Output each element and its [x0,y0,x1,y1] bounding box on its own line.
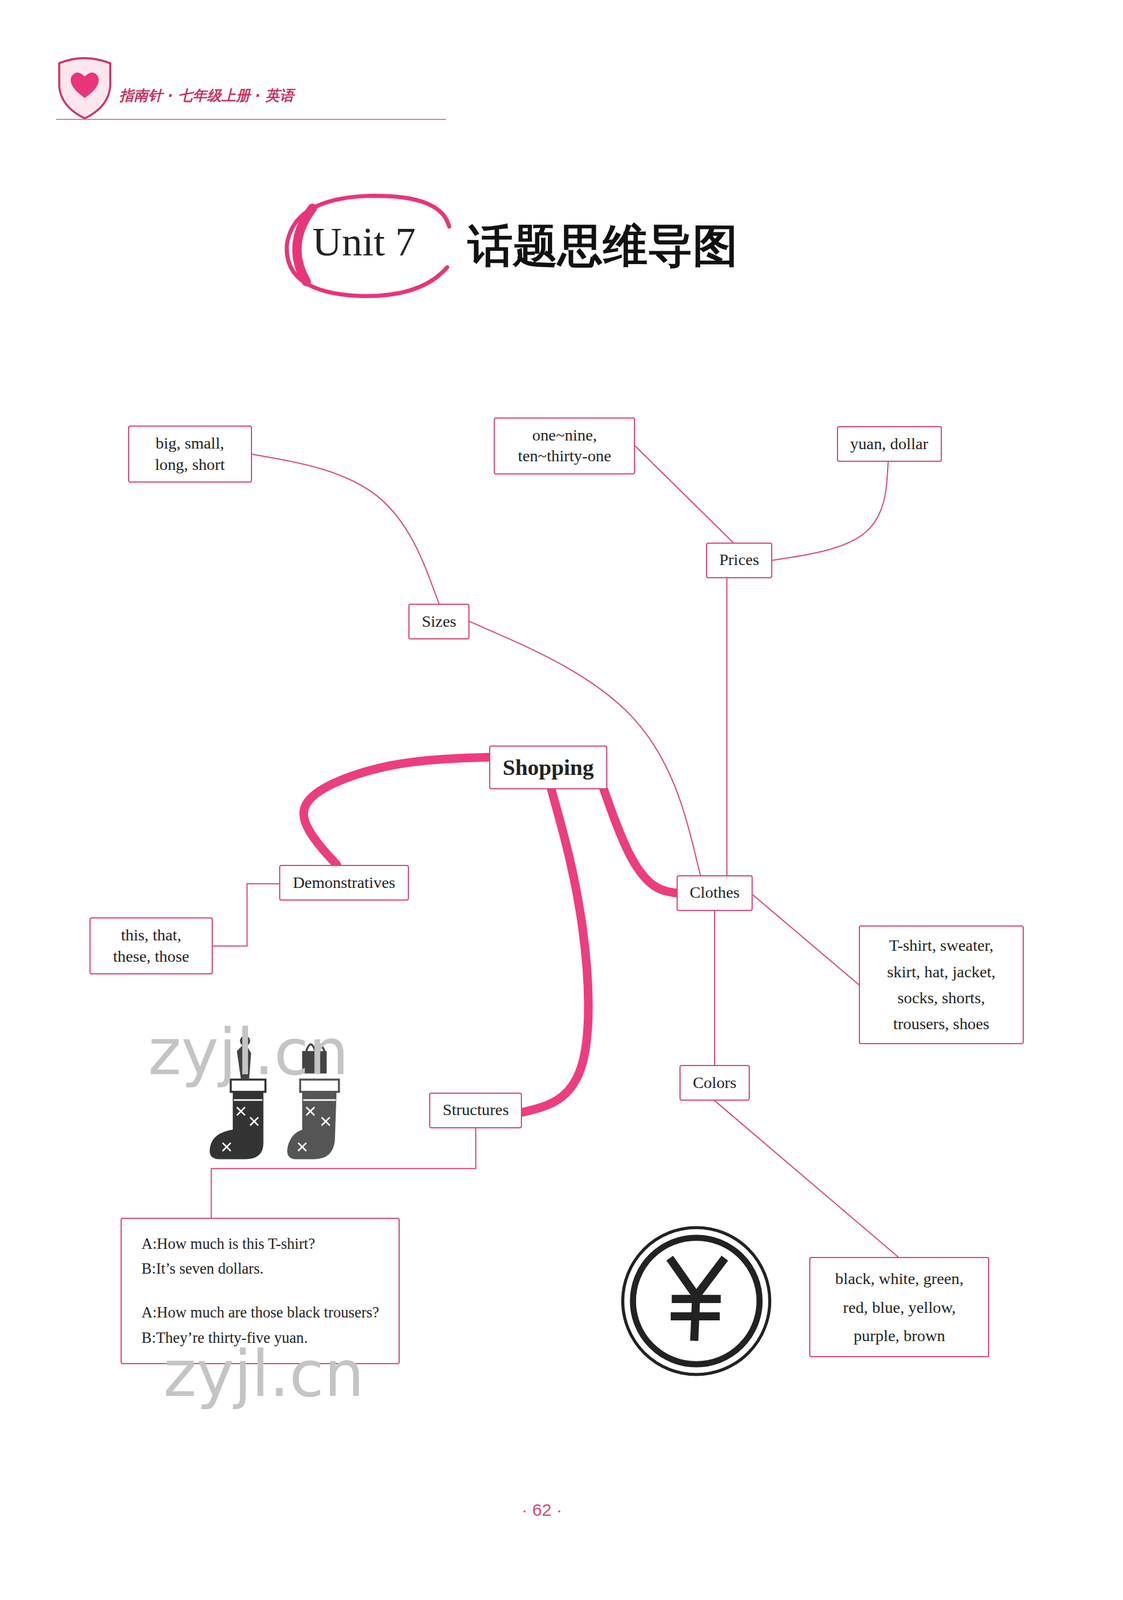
connector-line [772,462,889,561]
connector-line [211,1128,476,1219]
topic-box: black, white, green, red, blue, yellow, … [809,1257,990,1358]
node-text: Prices [719,549,760,572]
topic-box: T-shirt, sweater, skirt, hat, jacket, so… [858,925,1024,1045]
topic-box: Colors [679,1065,750,1102]
topic-box: Clothes [676,875,754,912]
node-text: B:It’s seven dollars. [141,1256,379,1283]
brush-branch [521,789,589,1113]
central-topic-box: Shopping [489,745,607,790]
topic-box: big, small, long, short [128,425,253,483]
connector-line [752,895,859,986]
page-number: · 62 · [521,1500,562,1521]
title-ring [286,196,450,297]
header-logo [59,58,111,119]
topic-box: Prices [705,542,773,579]
node-text: big, small, long, short [141,433,239,476]
node-text: Structures [442,1099,509,1122]
header-rule [55,118,446,120]
topic-box: Demonstratives [279,865,409,901]
watermark: zyjl.cn [148,1015,349,1090]
page-title: 话题思维导图 [467,216,738,277]
connector-line [635,445,734,543]
brush-branch [303,757,490,866]
connector-line [212,884,280,947]
node-text: A:How much is this T-shirt? [141,1232,379,1258]
topic-box: yuan, dollar [836,426,942,463]
connector-line [714,911,716,1066]
running-header: 指南针 · 七年级上册 · 英语 [119,85,295,105]
topic-box: one~nine, ten~thirty-one [493,417,636,475]
node-text: yuan, dollar [850,433,929,456]
node-text: Clothes [689,882,741,904]
node-text: this, that, these, those [102,925,200,968]
watermark: zyjl.cn [163,1337,364,1412]
unit-number: Unit 7 [312,218,416,266]
topic-box: Structures [429,1093,522,1129]
yen-coin [622,1227,771,1376]
connector-line [469,621,701,876]
node-text: Shopping [502,753,595,783]
connector-line [726,578,728,876]
node-text: one~nine, ten~thirty-one [507,425,622,468]
node-text: Demonstratives [293,872,396,895]
node-text: T-shirt, sweater, skirt, hat, jacket, so… [872,932,1010,1038]
connector-line [252,454,440,604]
node-text: Sizes [421,611,457,633]
topic-box: this, that, these, those [89,917,214,975]
topic-box: Sizes [408,603,470,640]
brush-branch [603,789,677,894]
node-text: black, white, green, red, blue, yellow, … [823,1264,977,1351]
node-text: A:How much are those black trousers? [141,1300,379,1327]
node-text: Colors [692,1072,737,1095]
connector-line [714,1101,899,1258]
